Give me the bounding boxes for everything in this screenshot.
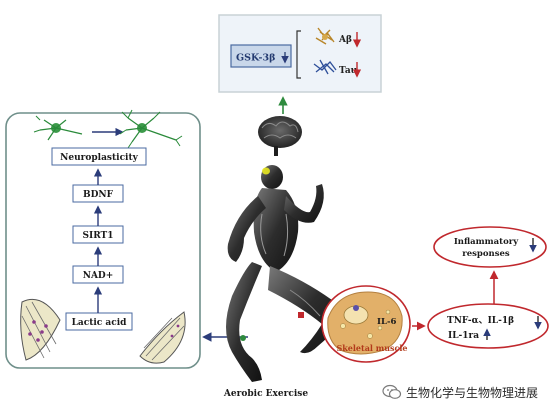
neuroplasticity-box (51, 147, 147, 166)
head-highlight (262, 167, 270, 175)
il6-label: IL-6 (377, 317, 396, 327)
muscle-fiber-left-icon (20, 298, 61, 361)
muscle-cell-organelle (353, 305, 359, 311)
tau-tangle-icon (313, 59, 337, 75)
il1ra-label: IL-1ra (448, 331, 479, 341)
muscle-marker-green (240, 335, 246, 341)
inflammatory-line2: responses (462, 249, 510, 259)
tnf-label: TNF-α、IL-1β (447, 316, 514, 326)
neuron-left-icon (33, 115, 83, 141)
muscle-cell-body (327, 291, 403, 355)
watermark-text: 生物化学与生物物理进展 (406, 385, 539, 400)
neuroplasticity-label: Neuroplasticity (60, 153, 138, 163)
neuron-right-icon (119, 109, 183, 149)
inflammatory-line1: Inflammatory (454, 237, 519, 247)
pathway-panel: Neuroplasticity BDNF SIRT1 NAD+ Lactic a… (5, 109, 201, 369)
aerobic-exercise-caption: Aerobic Exercise (223, 389, 308, 399)
gsk-bracket (296, 30, 301, 79)
gsk-label: GSK-3β (236, 53, 275, 64)
inflammation-panel: Inflammatory responses (433, 226, 547, 268)
nad-label: NAD+ (83, 271, 114, 281)
watermark: 生物化学与生物物理进展 (382, 380, 550, 404)
abeta-label: Aβ (338, 35, 352, 45)
gsk-box (230, 44, 292, 68)
wechat-icon (382, 384, 402, 399)
skeletal-muscle-label: Skeletal muscle (336, 343, 407, 353)
cytokine-panel: TNF-α、IL-1β IL-1ra (427, 303, 549, 349)
amyloid-plaque-icon (315, 27, 335, 45)
gsk-panel: GSK-3β Aβ Tau (218, 14, 382, 93)
inflammation-outline (433, 226, 547, 268)
runner-figure (226, 165, 341, 382)
tau-label: Tau (339, 66, 358, 76)
sirt1-label: SIRT1 (83, 231, 114, 241)
muscle-fiber-right-icon (139, 311, 186, 364)
brain-icon (258, 116, 302, 156)
muscle-marker-red (298, 312, 304, 318)
lactic-box (65, 312, 133, 331)
skeletal-muscle-cell: IL-6 Skeletal muscle (321, 285, 411, 363)
lactic-label: Lactic acid (72, 318, 128, 328)
cytokine-outline (427, 303, 549, 349)
bdnf-label: BDNF (83, 190, 114, 200)
